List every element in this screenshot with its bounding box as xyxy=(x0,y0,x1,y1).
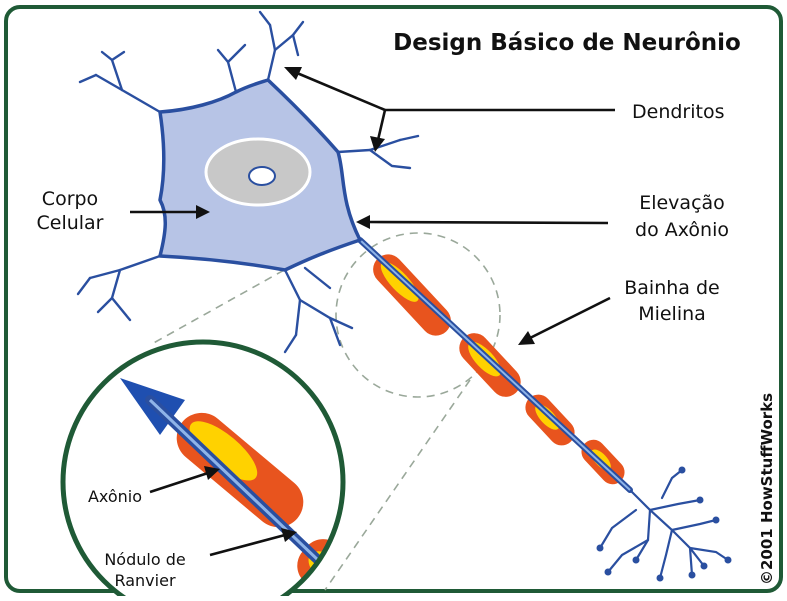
label-myelin-line1: Bainha de xyxy=(624,277,719,299)
label-node-line2: Ranvier xyxy=(114,571,175,590)
label-dendrites: Dendritos xyxy=(632,101,725,123)
label-axon: Axônio xyxy=(88,487,142,506)
label-cell-body-line2: Celular xyxy=(36,212,103,234)
label-cell-body-line1: Corpo xyxy=(42,188,98,210)
copyright-credit: ©2001 HowStuffWorks xyxy=(758,393,776,585)
label-node-line1: Nódulo de xyxy=(104,550,185,569)
label-axon-hillock-line2: do Axônio xyxy=(635,219,729,241)
diagram-title: Design Básico de Neurônio xyxy=(393,30,741,56)
label-myelin-line2: Mielina xyxy=(638,303,706,325)
label-axon-hillock-line1: Elevação xyxy=(639,192,725,214)
nucleolus xyxy=(249,167,275,185)
